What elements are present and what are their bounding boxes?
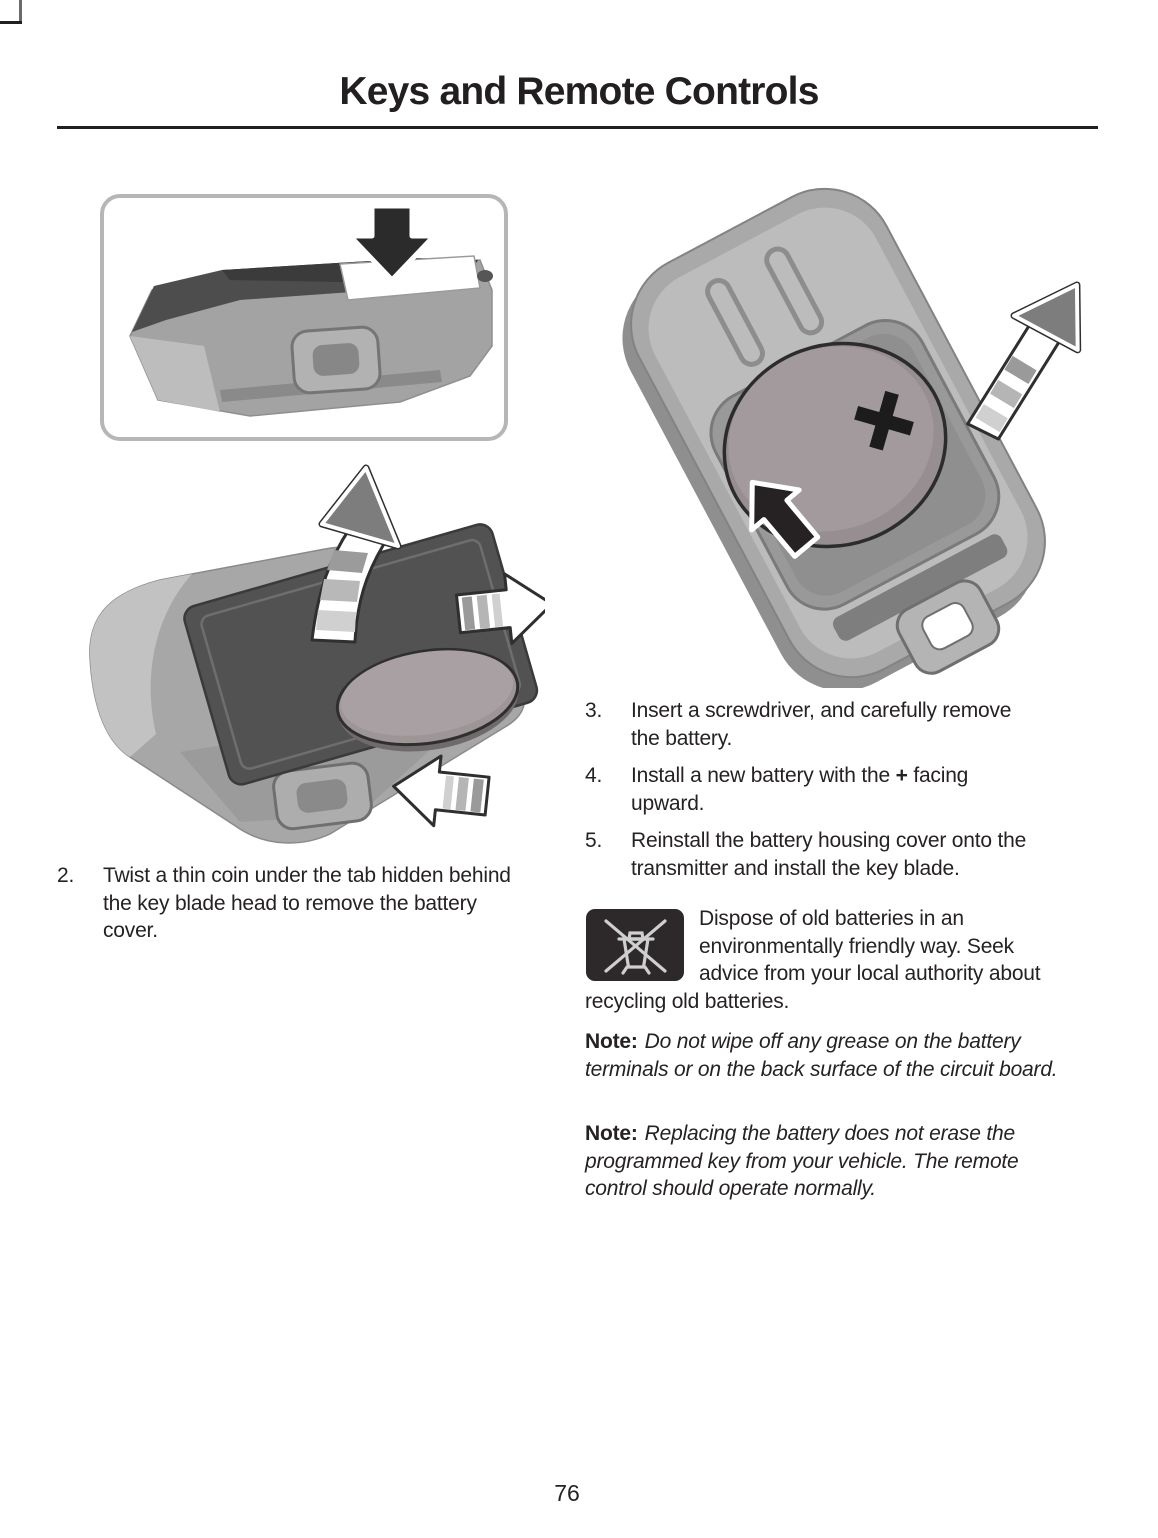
key-fob-edge-illustration bbox=[100, 194, 508, 441]
screwdriver-arrow-icon bbox=[749, 479, 821, 559]
step-text-after: facing upward. bbox=[631, 764, 969, 815]
page-title: Keys and Remote Controls bbox=[339, 70, 819, 113]
weee-crossed-out-bin-icon bbox=[585, 908, 685, 982]
step-number: 3. bbox=[585, 699, 603, 722]
remove-battery-arrow-icon bbox=[966, 281, 1082, 441]
figure-battery-cover-removal bbox=[60, 452, 545, 852]
lift-cover-arrow-icon bbox=[310, 464, 402, 644]
key-ring-loop bbox=[895, 579, 1001, 675]
cover-removal-illustration bbox=[89, 464, 545, 844]
step-number: 4. bbox=[585, 764, 603, 787]
step-text: Reinstall the battery housing cover onto… bbox=[631, 829, 1027, 880]
battery-plus-symbol: + bbox=[895, 764, 908, 787]
step-item-2: 2. Twist a thin coin under the tab hidde… bbox=[57, 862, 537, 945]
step-item-4: 4. Install a new battery with the + faci… bbox=[585, 762, 1067, 817]
step-text: Install a new battery with the + facing … bbox=[631, 762, 1031, 817]
note-programmed-key: Note:Replacing the battery does not eras… bbox=[585, 1120, 1063, 1203]
title-rule bbox=[57, 126, 1098, 129]
step-list-right: 3. Insert a screwdriver, and carefully r… bbox=[585, 697, 1067, 892]
latch-loop bbox=[290, 325, 382, 395]
battery-plus-mark bbox=[854, 390, 914, 451]
note-grease: Note:Do not wipe off any grease on the b… bbox=[585, 1028, 1063, 1083]
step-number: 2. bbox=[57, 864, 75, 887]
dispose-text: Dispose of old batteries in an environme… bbox=[585, 907, 1041, 1013]
coin-battery bbox=[335, 647, 520, 752]
step-number: 5. bbox=[585, 829, 603, 852]
slide-battery-arrow-icon bbox=[454, 572, 545, 645]
corner-mark-vertical bbox=[19, 0, 22, 23]
latch-loop bbox=[272, 761, 373, 831]
step-item-3: 3. Insert a screwdriver, and carefully r… bbox=[585, 697, 1067, 752]
push-tab-arrow-icon bbox=[392, 754, 491, 828]
note-text: Do not wipe off any grease on the batter… bbox=[585, 1030, 1058, 1081]
note-text: Replacing the battery does not erase the… bbox=[585, 1122, 1019, 1200]
step-text-before: Install a new battery with the bbox=[631, 764, 896, 787]
press-down-arrow-icon bbox=[347, 203, 437, 283]
figure-battery-removal bbox=[583, 183, 1128, 688]
battery-removal-illustration bbox=[622, 187, 1082, 688]
key-blade-slot bbox=[339, 255, 481, 301]
corner-mark-horizontal bbox=[0, 21, 22, 24]
battery-disposal-paragraph: Dispose of old batteries in an environme… bbox=[585, 905, 1067, 1015]
figure-key-blade-tab-inset bbox=[100, 194, 508, 441]
note-label: Note: bbox=[585, 1030, 638, 1053]
step-text: Insert a screwdriver, and carefully remo… bbox=[631, 699, 1012, 750]
page-number: 76 bbox=[554, 1480, 580, 1506]
step-text: Twist a thin coin under the tab hidden b… bbox=[103, 864, 511, 942]
step-item-5: 5. Reinstall the battery housing cover o… bbox=[585, 827, 1067, 882]
note-label: Note: bbox=[585, 1122, 638, 1145]
